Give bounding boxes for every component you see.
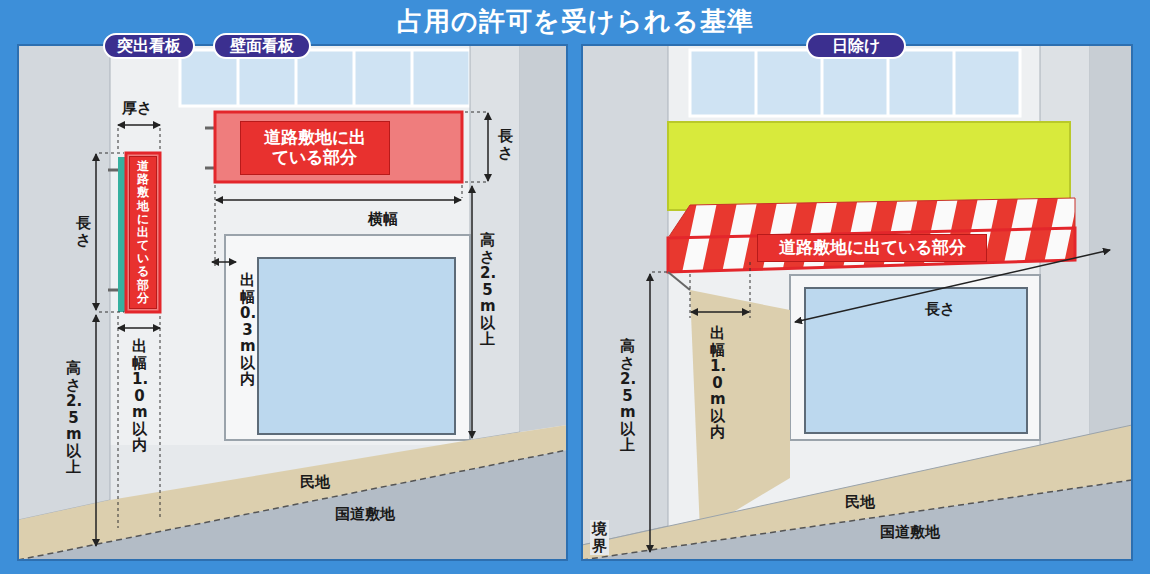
annotation-label: 国道敷地: [335, 505, 395, 524]
annotation-label: 横幅: [368, 210, 398, 229]
node-text: 道路敷地に出ている部分: [137, 160, 149, 305]
highlight-box: 道路敷地に出ている部分: [129, 156, 157, 309]
annotation-label: 厚さ: [122, 99, 152, 118]
annotation-label: 長さ: [498, 128, 513, 161]
annotation-label: 国道敷地: [880, 523, 940, 542]
annotation-label: 高さ2.5m以上: [620, 338, 635, 454]
node-text: 道路敷地に出ている部分: [779, 238, 966, 258]
annotation-label: 出幅0.3m以内: [240, 272, 255, 388]
right-scene: [582, 45, 1132, 560]
left-scene: [18, 45, 567, 560]
node-text: 日除け: [832, 37, 880, 55]
category-pill: 日除け: [806, 33, 906, 59]
node-text: 突出看板: [117, 37, 181, 55]
node-text: 壁面看板: [230, 37, 294, 55]
annotation-label: 出幅1.0m以内: [132, 338, 147, 454]
annotation-label: 高さ2.5m以上: [480, 232, 495, 348]
highlight-box: 道路敷地に出ている部分: [757, 234, 987, 262]
node-text: 道路敷地に出ている部分: [262, 128, 367, 167]
annotation-label: 長さ: [925, 300, 955, 319]
annotation-label: 高さ2.5m以上: [66, 360, 81, 476]
annotation-label: 民地: [300, 473, 330, 492]
annotation-label: 長さ: [76, 215, 91, 248]
category-pill: 壁面看板: [213, 33, 311, 59]
category-pill: 突出看板: [103, 33, 195, 59]
annotation-label: 民地: [845, 493, 875, 512]
annotation-label: 出幅1.0m以内: [710, 325, 725, 441]
highlight-box: 道路敷地に出ている部分: [240, 121, 390, 175]
annotation-label: 境界: [590, 520, 609, 555]
